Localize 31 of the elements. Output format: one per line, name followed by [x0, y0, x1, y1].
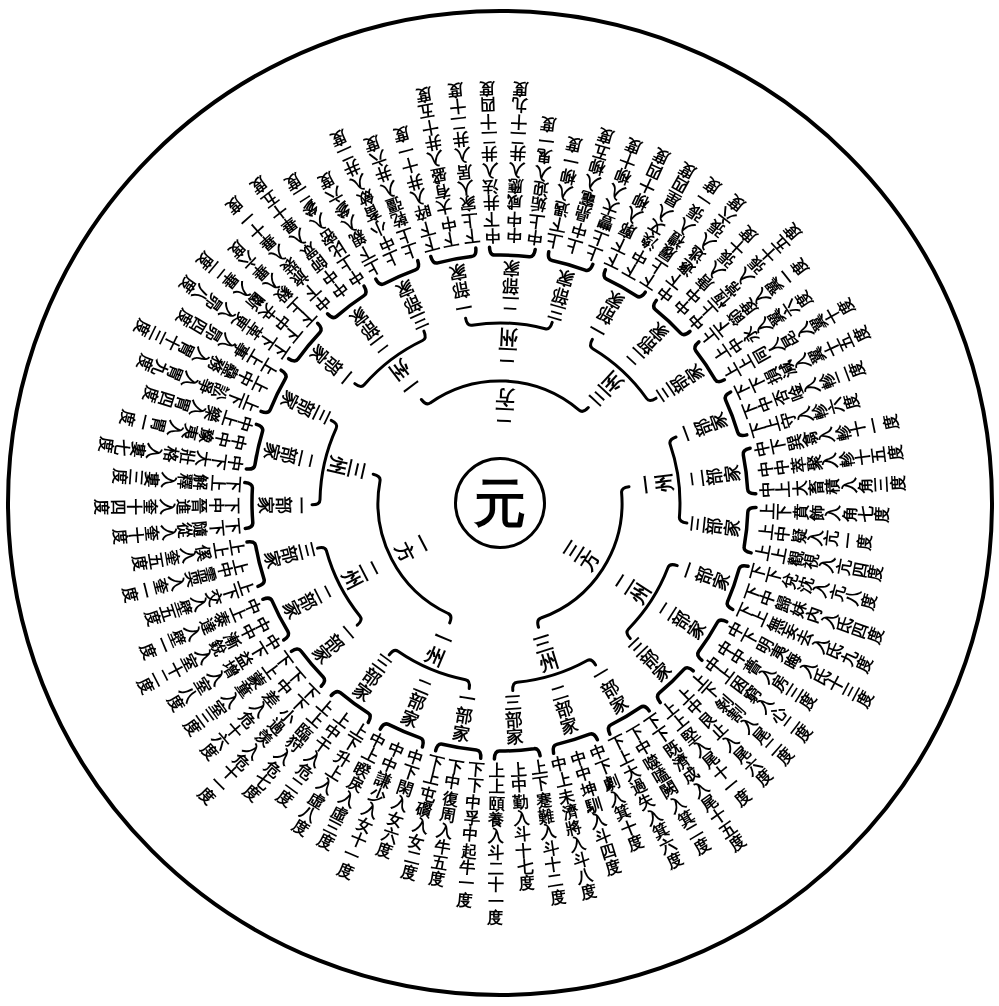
- head-entry-text: 上下賁飾入角七度: [759, 501, 891, 524]
- part-label: 二部家: [260, 440, 316, 470]
- head-entry-text: 下中晉進入奎十四度: [93, 496, 241, 516]
- center-circle: 元: [454, 457, 546, 549]
- region-label: 一州: [635, 470, 677, 497]
- region-label: 一州: [384, 355, 425, 400]
- part-label: 一部家: [446, 262, 475, 317]
- part-label: 三部家: [392, 277, 432, 333]
- region-label: 二州: [338, 556, 383, 594]
- part-label: 二部家: [547, 682, 581, 738]
- side-label: 一方: [391, 529, 436, 566]
- region-label: 三州: [530, 631, 563, 675]
- part-label: 三部家: [543, 266, 577, 323]
- part-label: 一部家: [256, 495, 310, 515]
- region-label: 一州: [421, 626, 457, 671]
- part-label: 二部家: [688, 463, 743, 489]
- side-label: 三方: [559, 536, 604, 576]
- part-label: 一部家: [450, 689, 479, 745]
- part-label: 一部家: [675, 408, 731, 445]
- part-label: 三部家: [688, 513, 743, 539]
- part-label: 三部家: [277, 387, 333, 428]
- part-label: 一部家: [676, 557, 733, 593]
- head-entry-text: 上上頤養入斗二十一度: [486, 762, 507, 927]
- region-label: 二州: [610, 568, 655, 608]
- region-label: 二州: [496, 325, 520, 366]
- side-label: 二方: [493, 385, 517, 426]
- part-label: 三部家: [261, 539, 317, 571]
- region-label: 三州: [325, 453, 368, 483]
- part-label: 二部家: [397, 675, 435, 731]
- part-label: 三部家: [503, 692, 526, 747]
- part-label: 二部家: [499, 259, 522, 313]
